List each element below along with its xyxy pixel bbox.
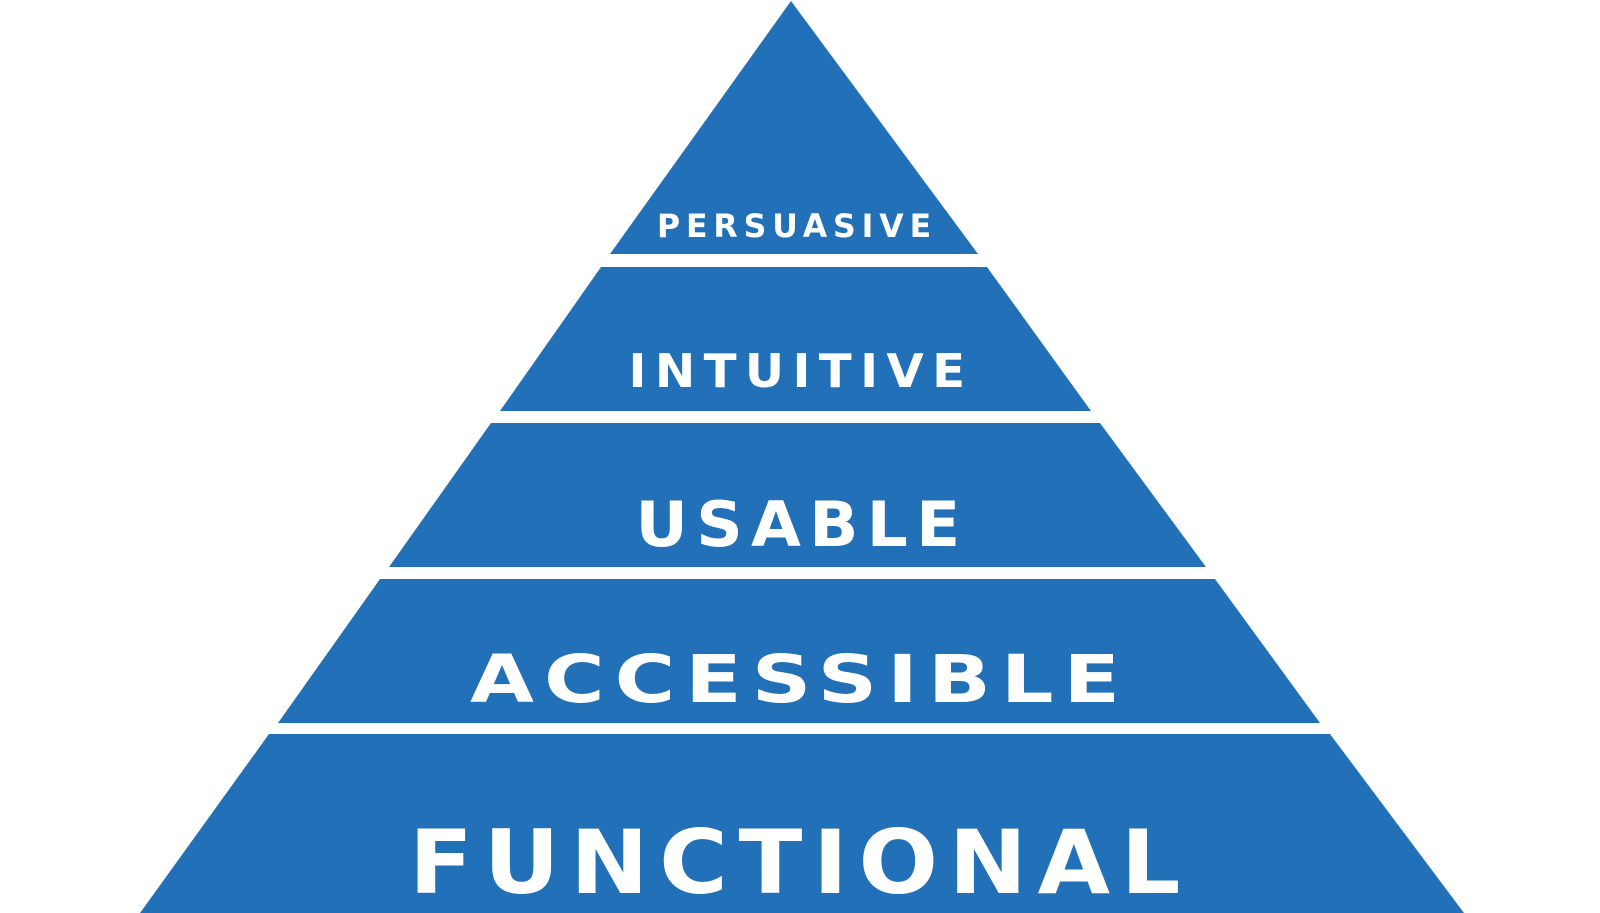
tier-intuitive-label: INTUITIVE (629, 344, 974, 398)
tier-persuasive-label: PERSUASIVE (657, 207, 937, 245)
tier-functional: FUNCTIONAL (140, 734, 1464, 913)
tier-accessible-shape (278, 579, 1320, 723)
tier-persuasive: PERSUASIVE (610, 1, 978, 254)
tier-functional-shape (140, 734, 1464, 913)
tier-usable-label: USABLE (636, 488, 969, 561)
tier-usable-shape (389, 423, 1206, 567)
tier-accessible: ACCESSIBLE (278, 579, 1320, 723)
tier-persuasive-shape (610, 1, 978, 254)
tier-functional-label: FUNCTIONAL (409, 811, 1191, 913)
tier-accessible-label: ACCESSIBLE (470, 641, 1130, 718)
tier-usable: USABLE (389, 423, 1206, 567)
tier-intuitive-shape (500, 267, 1091, 411)
tier-intuitive: INTUITIVE (500, 267, 1091, 411)
